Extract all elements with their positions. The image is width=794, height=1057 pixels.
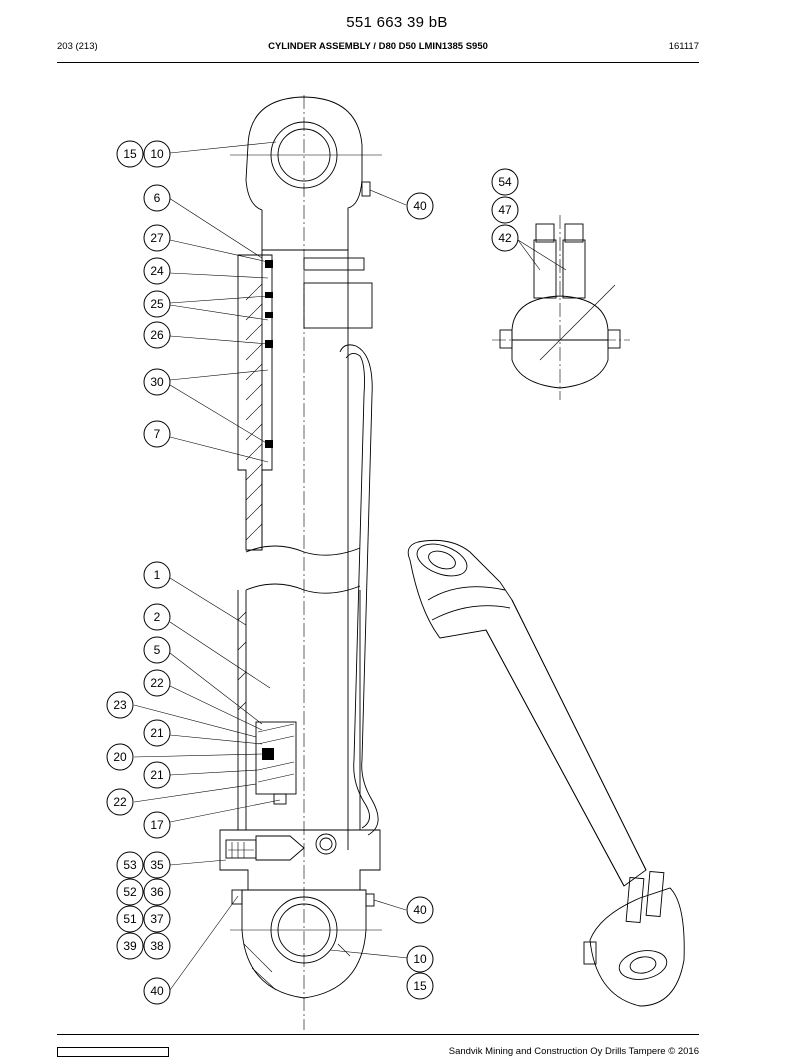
svg-text:17: 17 xyxy=(150,818,164,832)
svg-text:6: 6 xyxy=(154,191,161,205)
callout-10-top: 10 xyxy=(143,140,171,168)
callout-40-lower-right: 40 xyxy=(406,896,434,924)
svg-text:5: 5 xyxy=(154,643,161,657)
svg-text:42: 42 xyxy=(498,231,512,245)
footer-divider xyxy=(57,1034,699,1035)
callout-53: 53 xyxy=(116,851,144,879)
callout-38: 38 xyxy=(143,932,171,960)
svg-text:40: 40 xyxy=(413,903,427,917)
callout-1: 1 xyxy=(143,561,171,589)
page-header: 203 (213) CYLINDER ASSEMBLY / D80 D50 LM… xyxy=(57,41,699,55)
svg-text:54: 54 xyxy=(498,175,512,189)
callout-51: 51 xyxy=(116,905,144,933)
callout-25: 25 xyxy=(143,290,171,318)
callout-15-top: 15 xyxy=(116,140,144,168)
callout-47: 47 xyxy=(491,196,519,224)
svg-text:10: 10 xyxy=(413,952,427,966)
callout-22-upper: 22 xyxy=(143,669,171,697)
callout-35: 35 xyxy=(143,851,171,879)
document-number: 551 663 39 bB xyxy=(346,14,448,31)
page-reference: 203 (213) xyxy=(57,41,98,52)
svg-text:26: 26 xyxy=(150,328,164,342)
svg-text:1: 1 xyxy=(154,568,161,582)
callout-21-upper: 21 xyxy=(143,719,171,747)
callout-52: 52 xyxy=(116,878,144,906)
svg-text:27: 27 xyxy=(150,231,164,245)
callout-20: 20 xyxy=(106,743,134,771)
page-title: CYLINDER ASSEMBLY / D80 D50 LMIN1385 S95… xyxy=(268,41,488,52)
callout-2: 2 xyxy=(143,603,171,631)
svg-text:53: 53 xyxy=(123,858,137,872)
svg-text:7: 7 xyxy=(154,427,161,441)
svg-text:47: 47 xyxy=(498,203,512,217)
callout-39: 39 xyxy=(116,932,144,960)
svg-text:52: 52 xyxy=(123,885,137,899)
leader-lines xyxy=(133,141,567,991)
svg-text:23: 23 xyxy=(113,698,127,712)
svg-text:37: 37 xyxy=(150,912,164,926)
callout-5: 5 xyxy=(143,636,171,664)
svg-text:24: 24 xyxy=(150,264,164,278)
svg-text:20: 20 xyxy=(113,750,127,764)
callout-6: 6 xyxy=(143,184,171,212)
svg-text:51: 51 xyxy=(123,912,137,926)
callout-54: 54 xyxy=(491,168,519,196)
svg-text:40: 40 xyxy=(413,199,427,213)
date-code: 161117 xyxy=(668,41,699,52)
callout-24: 24 xyxy=(143,257,171,285)
callout-37: 37 xyxy=(143,905,171,933)
svg-text:15: 15 xyxy=(413,979,427,993)
svg-text:30: 30 xyxy=(150,375,164,389)
callout-27: 27 xyxy=(143,224,171,252)
callout-10-bottom: 10 xyxy=(406,945,434,973)
callout-17: 17 xyxy=(143,811,171,839)
cylinder-isometric-view xyxy=(407,539,685,1007)
svg-text:35: 35 xyxy=(150,858,164,872)
sandvik-logo xyxy=(57,1047,169,1057)
callout-30: 30 xyxy=(143,368,171,396)
svg-text:39: 39 xyxy=(123,939,137,953)
callout-36: 36 xyxy=(143,878,171,906)
callout-40-bottom-left: 40 xyxy=(143,977,171,1005)
callout-26: 26 xyxy=(143,321,171,349)
svg-text:22: 22 xyxy=(150,676,164,690)
cylinder-section-view xyxy=(219,95,382,1030)
svg-text:36: 36 xyxy=(150,885,164,899)
valve-block-top-view xyxy=(492,215,630,400)
svg-text:21: 21 xyxy=(150,726,164,740)
svg-text:25: 25 xyxy=(150,297,164,311)
callout-7: 7 xyxy=(143,420,171,448)
callout-23: 23 xyxy=(106,691,134,719)
svg-text:15: 15 xyxy=(123,147,137,161)
svg-text:38: 38 xyxy=(150,939,164,953)
footer-copyright: Sandvik Mining and Construction Oy Drill… xyxy=(448,1046,699,1057)
callout-40-top-right: 40 xyxy=(406,192,434,220)
svg-text:22: 22 xyxy=(113,795,127,809)
callout-15-bottom: 15 xyxy=(406,972,434,1000)
svg-text:2: 2 xyxy=(154,610,161,624)
svg-text:21: 21 xyxy=(150,768,164,782)
header-divider xyxy=(57,62,699,63)
callout-42: 42 xyxy=(491,224,519,252)
svg-text:40: 40 xyxy=(150,984,164,998)
callout-21-lower: 21 xyxy=(143,761,171,789)
svg-text:10: 10 xyxy=(150,147,164,161)
callout-22-lower: 22 xyxy=(106,788,134,816)
